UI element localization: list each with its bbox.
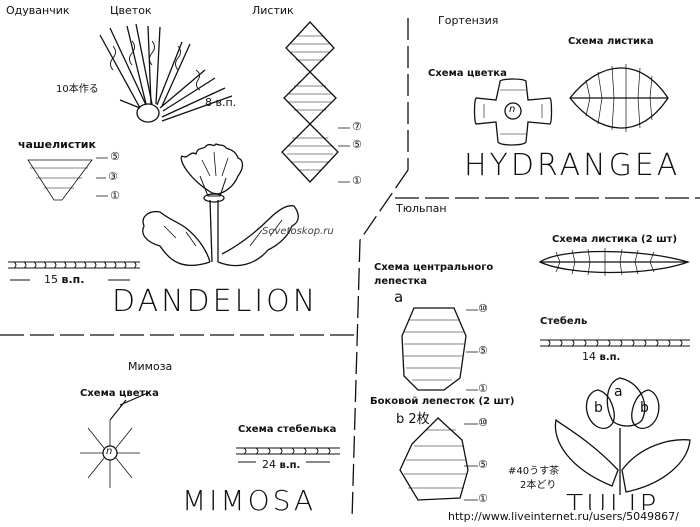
tulip-stem-chain: [540, 339, 690, 347]
tulip-illus-petal-a: a: [614, 384, 623, 400]
hydrangea-title: HYDRANGEA: [464, 148, 681, 183]
dandelion-leaf-label: Листик: [252, 4, 294, 17]
tulip-petal-a-marker: a: [394, 288, 404, 306]
dandelion-stem-chain-count: 15 в.п.: [44, 273, 84, 286]
tulip-stem-count-unit: в.п.: [599, 352, 621, 363]
dandelion-petal-chain-count: 8 в.п.: [205, 96, 237, 109]
tulip-center-petal-label-2: лепестка: [374, 276, 428, 287]
mimosa-center-mark: n: [106, 446, 113, 457]
hydrangea-leaf-scheme-label: Схема листика: [568, 36, 654, 47]
dandelion-title: DANDELION: [112, 284, 319, 319]
tulip-petal-b-row-1: ①: [478, 492, 488, 505]
source-url: http://www.liveinternet.ru/users/5049867…: [446, 510, 681, 523]
tulip-yarn-note-1: #40うす茶: [508, 466, 560, 477]
tulip-petal-a-row-1: ①: [478, 382, 488, 395]
dandelion-leaf-row-1: ①: [352, 174, 362, 187]
hydrangea-flower-scheme-label: Схема цветка: [428, 68, 507, 79]
tulip-stem-count-value: 14: [582, 350, 596, 363]
divider-diagonal: [359, 169, 409, 241]
dandelion-sepal-chart: [27, 159, 93, 201]
dandelion-make10-note: 10本作る: [56, 84, 99, 95]
mimosa-flower-chart: [80, 391, 151, 488]
dandelion-sepal-label: чашелистик: [18, 138, 96, 151]
dandelion-flower-chart: [99, 23, 233, 123]
tulip-leaf-scheme-label: Схема листика (2 шт): [552, 234, 678, 245]
mimosa-stem-chain: [236, 447, 340, 463]
tulip-yarn-note-2: 2本どり: [520, 480, 557, 491]
dandelion-section-label: Одуванчик: [6, 4, 70, 17]
dandelion-leaf-row-7: ⑦: [352, 120, 362, 133]
tulip-center-petal-chart: [401, 307, 467, 391]
dandelion-sepal-row-5: ⑤: [110, 150, 120, 163]
dandelion-sepal-row-3: ③: [108, 170, 118, 183]
mimosa-section-label: Мимоза: [128, 360, 173, 373]
dandelion-leaf-chart: [281, 21, 339, 183]
dandelion-illustration: [142, 143, 299, 267]
dandelion-stem-chain: [8, 261, 140, 281]
tulip-illus-petal-b-right: b: [640, 400, 649, 416]
dandelion-leaf-row-5: ⑤: [352, 138, 362, 151]
hydrangea-center-mark: n: [509, 104, 516, 115]
tulip-section-label: Тюльпан: [396, 202, 447, 215]
tulip-stem-chain-count: 14 в.п.: [582, 350, 620, 363]
watermark: Sovetoskop.ru: [262, 226, 334, 237]
tulip-petal-a-row-10: ⑩: [478, 302, 488, 315]
dandelion-stem-count-value: 15: [44, 273, 58, 286]
hydrangea-leaf-chart: [569, 64, 669, 132]
tulip-leaf-chart: [538, 248, 691, 276]
tulip-center-petal-label-1: Схема центрального: [374, 262, 494, 273]
tulip-side-petal-label: Боковой лепесток (2 шт): [370, 396, 515, 407]
hydrangea-flower-chart: [473, 78, 553, 146]
dandelion-stem-count-unit: в.п.: [61, 273, 85, 286]
mimosa-stem-count-value: 24: [262, 458, 276, 471]
tulip-petal-b-note: b 2枚: [396, 412, 430, 427]
row-arrows: [96, 127, 478, 501]
hydrangea-section-label: Гортензия: [438, 14, 499, 27]
tulip-illus-petal-b-left: b: [594, 400, 603, 416]
mimosa-stem-count-unit: в.п.: [279, 460, 301, 471]
mimosa-title: MIMOSA: [182, 484, 317, 517]
dandelion-sepal-row-1: ①: [110, 189, 120, 202]
mimosa-stem-chain-count: 24 в.п.: [262, 458, 300, 471]
mimosa-stem-scheme-label: Схема стебелька: [238, 424, 337, 435]
dandelion-flower-label: Цветок: [110, 4, 152, 17]
divider-vertical-bottom: [351, 239, 361, 521]
tulip-petal-a-row-5: ⑤: [478, 344, 488, 357]
tulip-petal-b-row-5: ⑤: [478, 458, 488, 471]
tulip-petal-b-row-10: ⑩: [478, 416, 488, 429]
mimosa-flower-scheme-label: Схема цветка: [80, 388, 159, 399]
tulip-side-petal-chart: [399, 417, 469, 501]
tulip-illustration: [554, 377, 691, 495]
tulip-stem-label: Стебель: [540, 316, 588, 327]
